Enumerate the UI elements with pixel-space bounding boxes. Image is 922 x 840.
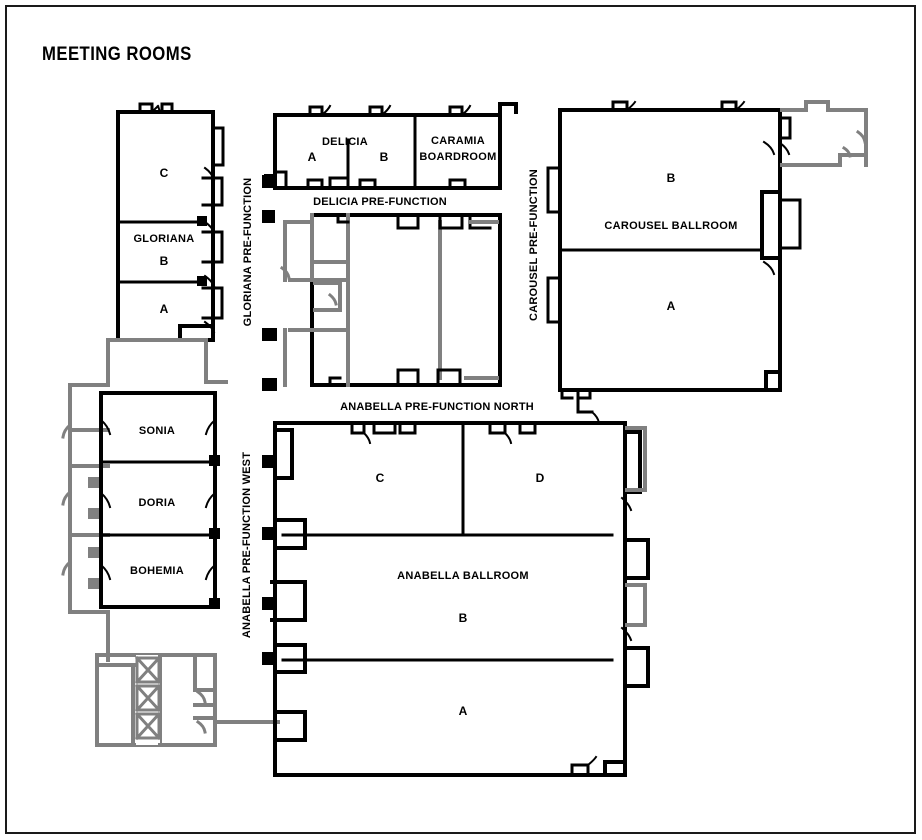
- gloriana-section-b-label: B: [160, 254, 169, 268]
- anabella-section-b-label: B: [459, 611, 468, 625]
- anabella-section-a-label: A: [459, 704, 468, 718]
- caramia-name-line1: CARAMIA: [431, 135, 485, 147]
- sonia-doria-bohemia-block[interactable]: SONIA DORIA BOHEMIA: [99, 391, 220, 609]
- gloriana-section-a-label: A: [160, 302, 169, 316]
- anabella-prefunction-west-corridor[interactable]: ANABELLA PRE-FUNCTION WEST: [241, 452, 253, 638]
- delicia-section-b-label: B: [380, 150, 389, 164]
- bohemia-name-label: BOHEMIA: [130, 565, 184, 577]
- west-corridor: [61, 338, 228, 662]
- anabella-prefunction-north-label: ANABELLA PRE-FUNCTION NORTH: [340, 401, 534, 413]
- anabella-name-label: ANABELLA BALLROOM: [397, 570, 529, 582]
- central-service-block: [264, 213, 502, 391]
- caramia-name-line2: BOARDROOM: [419, 151, 496, 163]
- gloriana-name-label: GLORIANA: [133, 233, 194, 245]
- delicia-section-a-label: A: [308, 150, 317, 164]
- doria-name-label: DORIA: [139, 497, 176, 509]
- anabella-ballroom[interactable]: C D ANABELLA BALLROOM B A: [262, 421, 650, 777]
- northeast-service-corridor: [778, 100, 868, 167]
- carousel-prefunction-corridor[interactable]: CAROUSEL PRE-FUNCTION: [528, 169, 540, 321]
- anabella-section-c-label: C: [376, 471, 385, 485]
- gloriana-prefunction-label: GLORIANA PRE-FUNCTION: [242, 178, 254, 327]
- anabella-prefunction-west-label: ANABELLA PRE-FUNCTION WEST: [241, 452, 253, 638]
- delicia-name-label: DELICIA: [322, 136, 368, 148]
- elevator-core: [95, 653, 280, 747]
- delicia-block[interactable]: DELICIA A B CARAMIA BOARDROOM: [264, 102, 518, 190]
- carousel-prefunction-label: CAROUSEL PRE-FUNCTION: [528, 169, 540, 321]
- carousel-section-b-label: B: [667, 171, 676, 185]
- anabella-section-d-label: D: [536, 471, 545, 485]
- door-marker: [262, 210, 275, 223]
- sonia-name-label: SONIA: [139, 425, 175, 437]
- gloriana-prefunction-corridor[interactable]: GLORIANA PRE-FUNCTION: [242, 175, 275, 391]
- carousel-name-label: CAROUSEL BALLROOM: [604, 220, 737, 232]
- gloriana-block[interactable]: C GLORIANA B A: [116, 102, 225, 342]
- north-connector: [576, 396, 601, 425]
- page-title: MEETING ROOMS: [42, 44, 192, 65]
- carousel-ballroom[interactable]: B CAROUSEL BALLROOM A: [546, 100, 802, 400]
- carousel-section-a-label: A: [667, 299, 676, 313]
- gloriana-section-c-label: C: [160, 166, 169, 180]
- delicia-prefunction-label: DELICIA PRE-FUNCTION: [313, 196, 447, 208]
